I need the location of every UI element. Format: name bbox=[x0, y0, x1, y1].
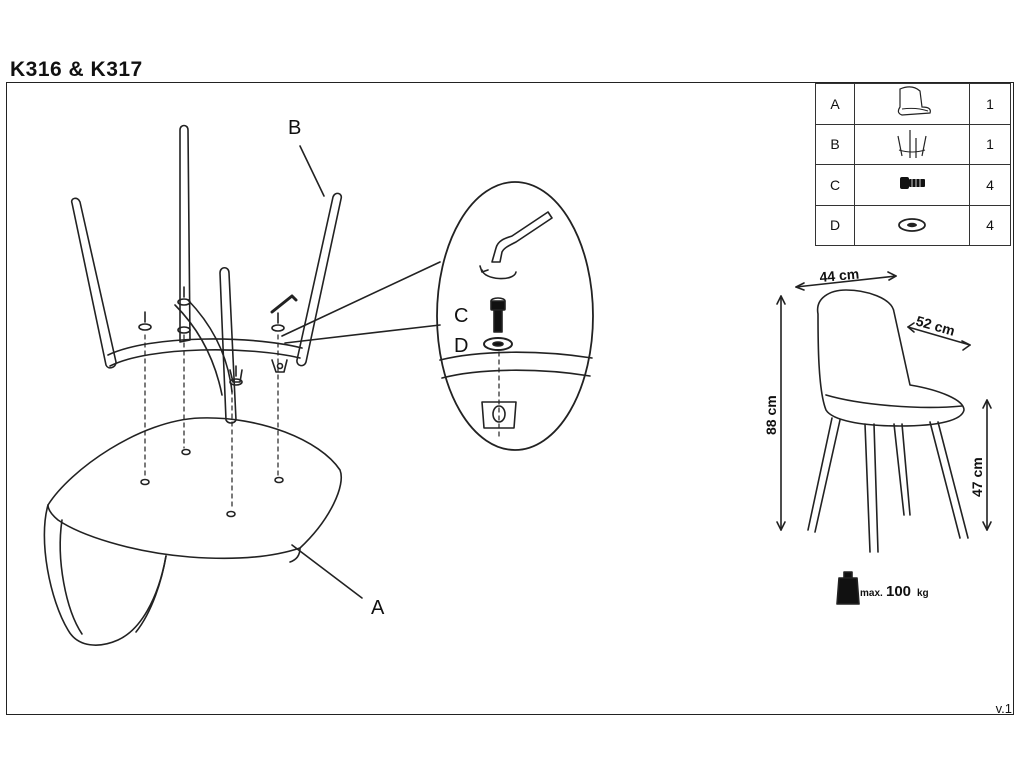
part-letter: B bbox=[815, 123, 855, 165]
chair-seat-icon bbox=[854, 83, 970, 125]
washer-icon bbox=[854, 204, 970, 246]
label-c: C bbox=[454, 305, 468, 327]
max-load-unit: kg bbox=[917, 588, 929, 599]
weight-icon bbox=[836, 571, 860, 605]
detail-view bbox=[281, 181, 594, 451]
diagram-frame bbox=[6, 82, 1014, 715]
label-b: B bbox=[288, 117, 301, 139]
page-title: K316 & K317 bbox=[10, 58, 143, 81]
dim-height: 88 cm bbox=[763, 395, 779, 435]
max-load-value: 100 bbox=[886, 583, 911, 600]
part-letter: A bbox=[815, 83, 855, 125]
parts-row: B 1 bbox=[815, 123, 1011, 165]
frame-fasteners bbox=[138, 286, 285, 386]
parts-table: A 1 B 1 C bbox=[815, 83, 1011, 246]
legs-frame bbox=[70, 124, 343, 424]
hex-key-small bbox=[270, 294, 298, 314]
part-qty: 4 bbox=[969, 204, 1011, 246]
parts-row: A 1 bbox=[815, 83, 1011, 125]
dim-width: 44 cm bbox=[819, 266, 860, 285]
chair-legs-icon bbox=[854, 123, 970, 165]
bolt-icon bbox=[854, 164, 970, 206]
dim-seat-height: 47 cm bbox=[969, 457, 985, 497]
leader-line-a bbox=[291, 544, 363, 599]
max-load-prefix: max. bbox=[860, 588, 883, 599]
part-letter: D bbox=[815, 204, 855, 246]
dimension-chair bbox=[807, 289, 969, 553]
label-a: A bbox=[371, 597, 385, 619]
version-label: v.1 bbox=[995, 701, 1012, 716]
dimension-lines bbox=[776, 271, 992, 531]
parts-row: C 4 bbox=[815, 164, 1011, 206]
parts-row: D 4 bbox=[815, 204, 1011, 246]
alignment-lines bbox=[144, 334, 279, 511]
leader-line-b bbox=[299, 145, 325, 197]
seat-holes bbox=[140, 448, 284, 518]
label-d: D bbox=[454, 335, 468, 357]
seat-shell bbox=[43, 417, 342, 646]
